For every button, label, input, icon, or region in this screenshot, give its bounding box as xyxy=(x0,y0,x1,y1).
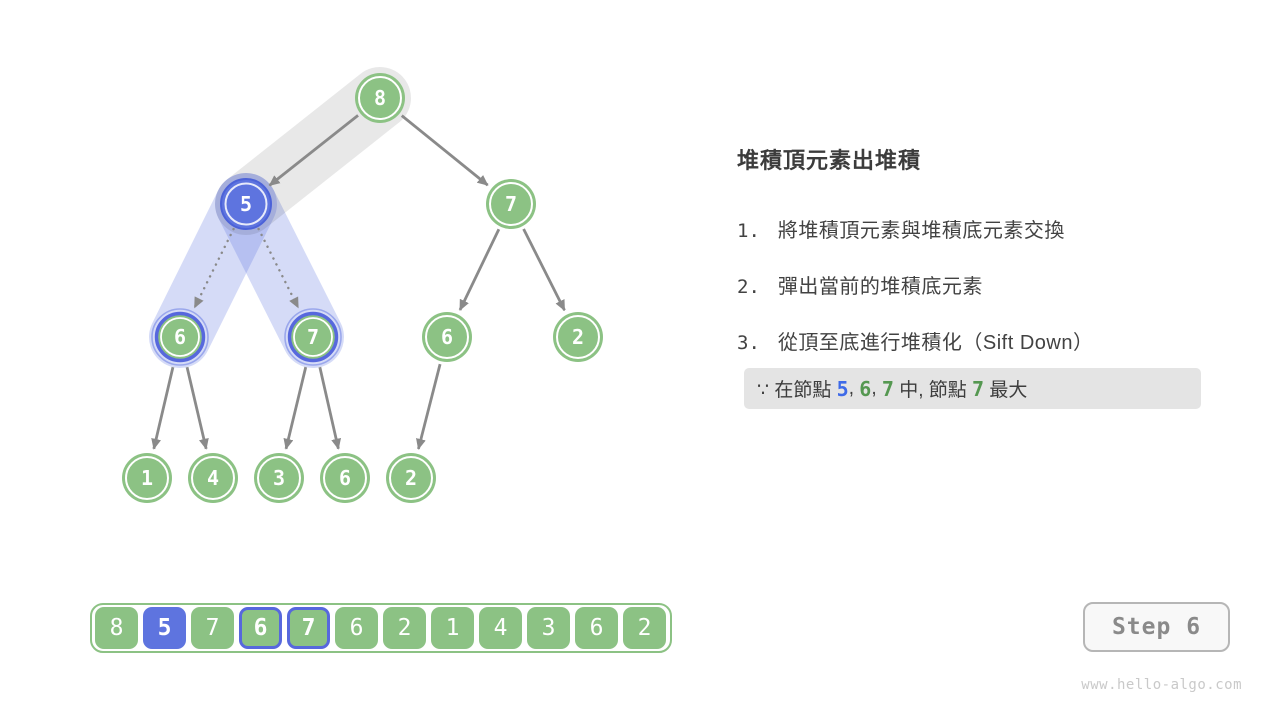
step-text: 彈出當前的堆積底元素 xyxy=(777,276,983,298)
tree-node-2: 2 xyxy=(386,453,436,503)
node-value-label: 2 xyxy=(405,466,417,490)
array-cell-3: 6 xyxy=(239,607,282,649)
array-cell-1: 5 xyxy=(143,607,186,649)
panel-title: 堆積頂元素出堆積 xyxy=(737,148,922,173)
step-text: 從頂至底進行堆積化（Sift Down） xyxy=(777,332,1094,354)
node-value-label: 5 xyxy=(240,192,252,216)
step-number: 3. xyxy=(737,332,760,354)
node-value-label: 2 xyxy=(572,325,584,349)
tree-node-5: 5 xyxy=(220,178,272,230)
tree-node-3: 3 xyxy=(254,453,304,503)
tree-node-6: 6 xyxy=(422,312,472,362)
tree-edge-arrow xyxy=(416,363,442,450)
node-value-label: 1 xyxy=(141,466,153,490)
note-text: , xyxy=(848,377,860,399)
note-text: , xyxy=(871,377,882,399)
array-cell-11: 2 xyxy=(623,607,666,649)
node-value-label: 6 xyxy=(339,466,351,490)
tree-node-1: 1 xyxy=(122,453,172,503)
note-text: 最大 xyxy=(984,380,1028,401)
array-cell-4: 7 xyxy=(287,607,330,649)
array-cell-8: 4 xyxy=(479,607,522,649)
step-text: 將堆積頂元素與堆積底元素交換 xyxy=(777,220,1065,242)
sift-compare-arrow xyxy=(257,227,300,309)
array-cell-7: 1 xyxy=(431,607,474,649)
tree-edge-arrow xyxy=(400,114,489,187)
array-cell-6: 2 xyxy=(383,607,426,649)
step-number: 2. xyxy=(737,276,760,298)
tree-node-8: 8 xyxy=(355,73,405,123)
instruction-step-3: 3. 從頂至底進行堆積化（Sift Down） xyxy=(737,326,1093,355)
array-cell-0: 8 xyxy=(95,607,138,649)
tree-edge-arrow xyxy=(268,114,359,187)
instruction-steps: 1. 將堆積頂元素與堆積底元素交換 2. 彈出當前的堆積底元素 3. 從頂至底進行堆積化（… xyxy=(737,214,1093,382)
array-cell-2: 7 xyxy=(191,607,234,649)
tree-edge-arrow xyxy=(185,366,209,450)
array-cell-9: 3 xyxy=(527,607,570,649)
note-box: ∵ 在節點 5, 6, 7 中, 節點 7 最大 xyxy=(744,368,1201,409)
step-badge: Step 6 xyxy=(1083,602,1230,652)
array-cell-5: 6 xyxy=(335,607,378,649)
node-value-label: 3 xyxy=(273,466,285,490)
tree-node-7: 7 xyxy=(284,308,342,366)
note-text: ∵ 在節點 xyxy=(757,380,837,401)
tree-node-7: 7 xyxy=(486,179,536,229)
note-node-value: 7 xyxy=(972,376,985,401)
node-value-label: 7 xyxy=(505,192,517,216)
tree-node-4: 4 xyxy=(188,453,238,503)
tree-edge-arrow xyxy=(458,228,501,311)
tree-node-6: 6 xyxy=(151,308,209,366)
note-text: 中, 節點 xyxy=(893,380,973,401)
note-node-value: 6 xyxy=(859,376,872,401)
tree-node-6: 6 xyxy=(320,453,370,503)
note-node-value: 5 xyxy=(836,376,849,401)
array-cell-10: 6 xyxy=(575,607,618,649)
node-value-label: 8 xyxy=(374,86,386,110)
tree-edge-arrow xyxy=(522,228,566,312)
note-node-value: 7 xyxy=(881,376,894,401)
step-number: 1. xyxy=(737,220,760,242)
watermark: www.hello-algo.com xyxy=(1081,677,1242,693)
instruction-step-2: 2. 彈出當前的堆積底元素 xyxy=(737,270,1093,299)
tree-edge-arrow xyxy=(318,366,342,450)
tree-node-2: 2 xyxy=(553,312,603,362)
node-value-label: 7 xyxy=(307,325,319,349)
sift-compare-arrow xyxy=(193,227,235,309)
node-value-label: 6 xyxy=(441,325,453,349)
tree-edge-arrow xyxy=(283,366,308,450)
node-value-label: 4 xyxy=(207,466,219,490)
instruction-step-1: 1. 將堆積頂元素與堆積底元素交換 xyxy=(737,214,1093,243)
tree-edge-arrow xyxy=(151,366,175,450)
node-value-label: 6 xyxy=(174,325,186,349)
